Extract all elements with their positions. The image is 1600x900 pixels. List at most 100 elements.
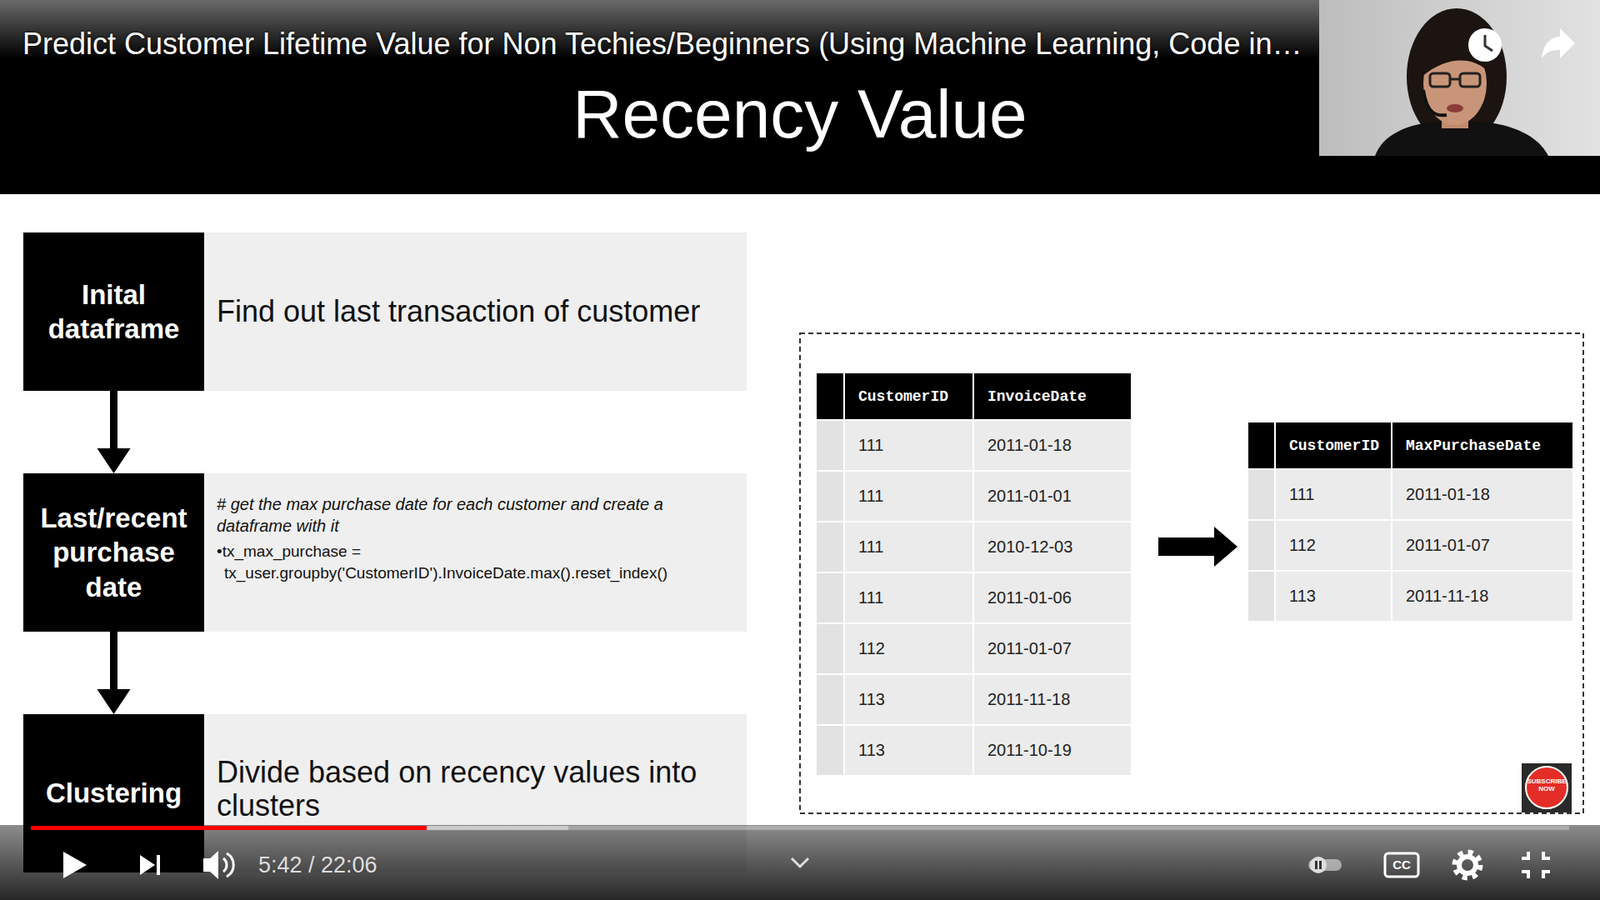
- table-cell: 111: [845, 471, 975, 523]
- chevron-icon: [791, 858, 809, 867]
- next-bar: [156, 855, 160, 875]
- transform-arrow: [1158, 526, 1238, 567]
- index-cell: [816, 725, 844, 775]
- speaker: [203, 850, 219, 880]
- step-description: Divide based on recency values into clus…: [216, 755, 734, 824]
- table-header: MaxPurchaseDate: [1392, 422, 1575, 470]
- headset-mic: [1423, 90, 1447, 115]
- step-label: Clustering: [45, 775, 182, 810]
- table-cell: 112: [1275, 520, 1393, 572]
- index-header: [1248, 422, 1275, 469]
- index-cell: [1248, 571, 1275, 621]
- arrow-shaft: [110, 390, 118, 452]
- progress-track: [30, 825, 1570, 830]
- table-cell: 2011-11-18: [974, 675, 1133, 726]
- webcam-background: [1319, 0, 1600, 156]
- pause-bar: [1319, 860, 1322, 870]
- cc-frame: [1385, 853, 1419, 877]
- flow-arrow: [97, 631, 131, 715]
- table-cell: 2011-01-01: [974, 471, 1133, 523]
- table-cell: 112: [845, 624, 975, 675]
- toggle-knob: [1310, 856, 1327, 874]
- sound-wave: [223, 858, 227, 872]
- table-cell: 2011-01-06: [974, 573, 1133, 625]
- index-cell: [816, 471, 844, 521]
- step-description: Find out last transaction of customer: [216, 293, 734, 330]
- glasses-lens: [1430, 73, 1450, 87]
- sound-wave: [226, 853, 234, 877]
- glasses-lens: [1460, 73, 1480, 87]
- gear-teeth: [1455, 852, 1480, 878]
- controls-shade: [0, 825, 1600, 900]
- index-cell: [816, 675, 844, 725]
- index-cell: [816, 522, 844, 572]
- presenter-mouth: [1446, 104, 1464, 113]
- cc-icon-text: CC: [1385, 853, 1419, 877]
- step-box: Last/recent purchase date: [23, 473, 205, 632]
- table-index-column: [816, 373, 1275, 775]
- table-cell: 111: [845, 522, 975, 574]
- code-comment: # get the max purchase date for each cus…: [216, 493, 717, 537]
- pause-bar: [1315, 860, 1318, 870]
- step-label: Inital dataframe: [29, 277, 199, 347]
- table-cell: 2011-01-18: [1392, 470, 1575, 521]
- index-header: [816, 373, 844, 420]
- video-title: Predict Customer Lifetime Value for Non …: [22, 26, 1302, 62]
- glasses-bridge: [1450, 78, 1460, 81]
- slide-title: Recency Value: [400, 76, 1200, 152]
- presenter-webcam: [1319, 0, 1600, 156]
- table-cell: 111: [845, 573, 975, 625]
- watch-later-icon: [1468, 28, 1502, 62]
- code-line: •tx_max_purchase = tx_user.groupby('Cust…: [216, 540, 734, 584]
- step-box: Inital dataframe: [23, 232, 205, 391]
- flow-arrow: [97, 390, 131, 474]
- step-band: # get the max purchase date for each cus…: [23, 473, 747, 632]
- table-cell: 2010-12-03: [974, 522, 1133, 574]
- progress-played: [30, 825, 427, 830]
- table-header: InvoiceDate: [974, 373, 1133, 421]
- table-cell: 113: [845, 675, 975, 726]
- next-triangle: [140, 855, 155, 875]
- exit-fullscreen-icon: [1521, 851, 1550, 879]
- table-cell: 2011-10-19: [974, 725, 1133, 777]
- index-cell: [1248, 520, 1275, 570]
- index-cell: [816, 573, 844, 623]
- table-cell: 2011-01-18: [974, 420, 1133, 472]
- index-cell: [816, 624, 844, 674]
- table-header: CustomerID: [1275, 422, 1393, 470]
- table-cell: 111: [845, 420, 975, 472]
- volume-icon: [203, 850, 234, 880]
- index-cell: [816, 420, 844, 470]
- title-band: [0, 0, 1600, 195]
- progress-buffered: [30, 825, 569, 830]
- time-display: 5:42 / 22:06: [258, 851, 378, 879]
- clock-hands: [1485, 35, 1493, 51]
- gear-ring: [1459, 856, 1476, 874]
- autoplay-toggle: [1308, 856, 1342, 874]
- settings-icon: [1455, 852, 1480, 878]
- table-cell: 2011-01-07: [1392, 520, 1575, 572]
- table-cell: 2011-01-07: [974, 624, 1133, 675]
- table-cell: 113: [845, 725, 975, 777]
- share-icon: [1541, 28, 1575, 59]
- step-band: Find out last transaction of customer Ini…: [23, 232, 747, 391]
- next-icon: [140, 855, 160, 875]
- subscribe-badge-ground: [1521, 763, 1572, 813]
- table-cell: 111: [1275, 470, 1393, 521]
- table-cell: 113: [1275, 571, 1393, 623]
- table-cell: 2011-11-18: [1392, 571, 1575, 623]
- arrow-shaft: [110, 631, 118, 693]
- subscribe-badge: [1525, 766, 1568, 809]
- arrow-head: [97, 689, 131, 715]
- table-header: CustomerID: [845, 373, 975, 421]
- subscribe-badge-text: SUBSCRIBE NOW: [1525, 777, 1568, 793]
- index-cell: [1248, 470, 1275, 520]
- clock-face: [1468, 28, 1502, 62]
- dashed-frame: [800, 333, 1584, 814]
- arrow-head: [97, 448, 131, 474]
- play-icon: [63, 851, 87, 879]
- step-label: Last/recent purchase date: [29, 500, 199, 605]
